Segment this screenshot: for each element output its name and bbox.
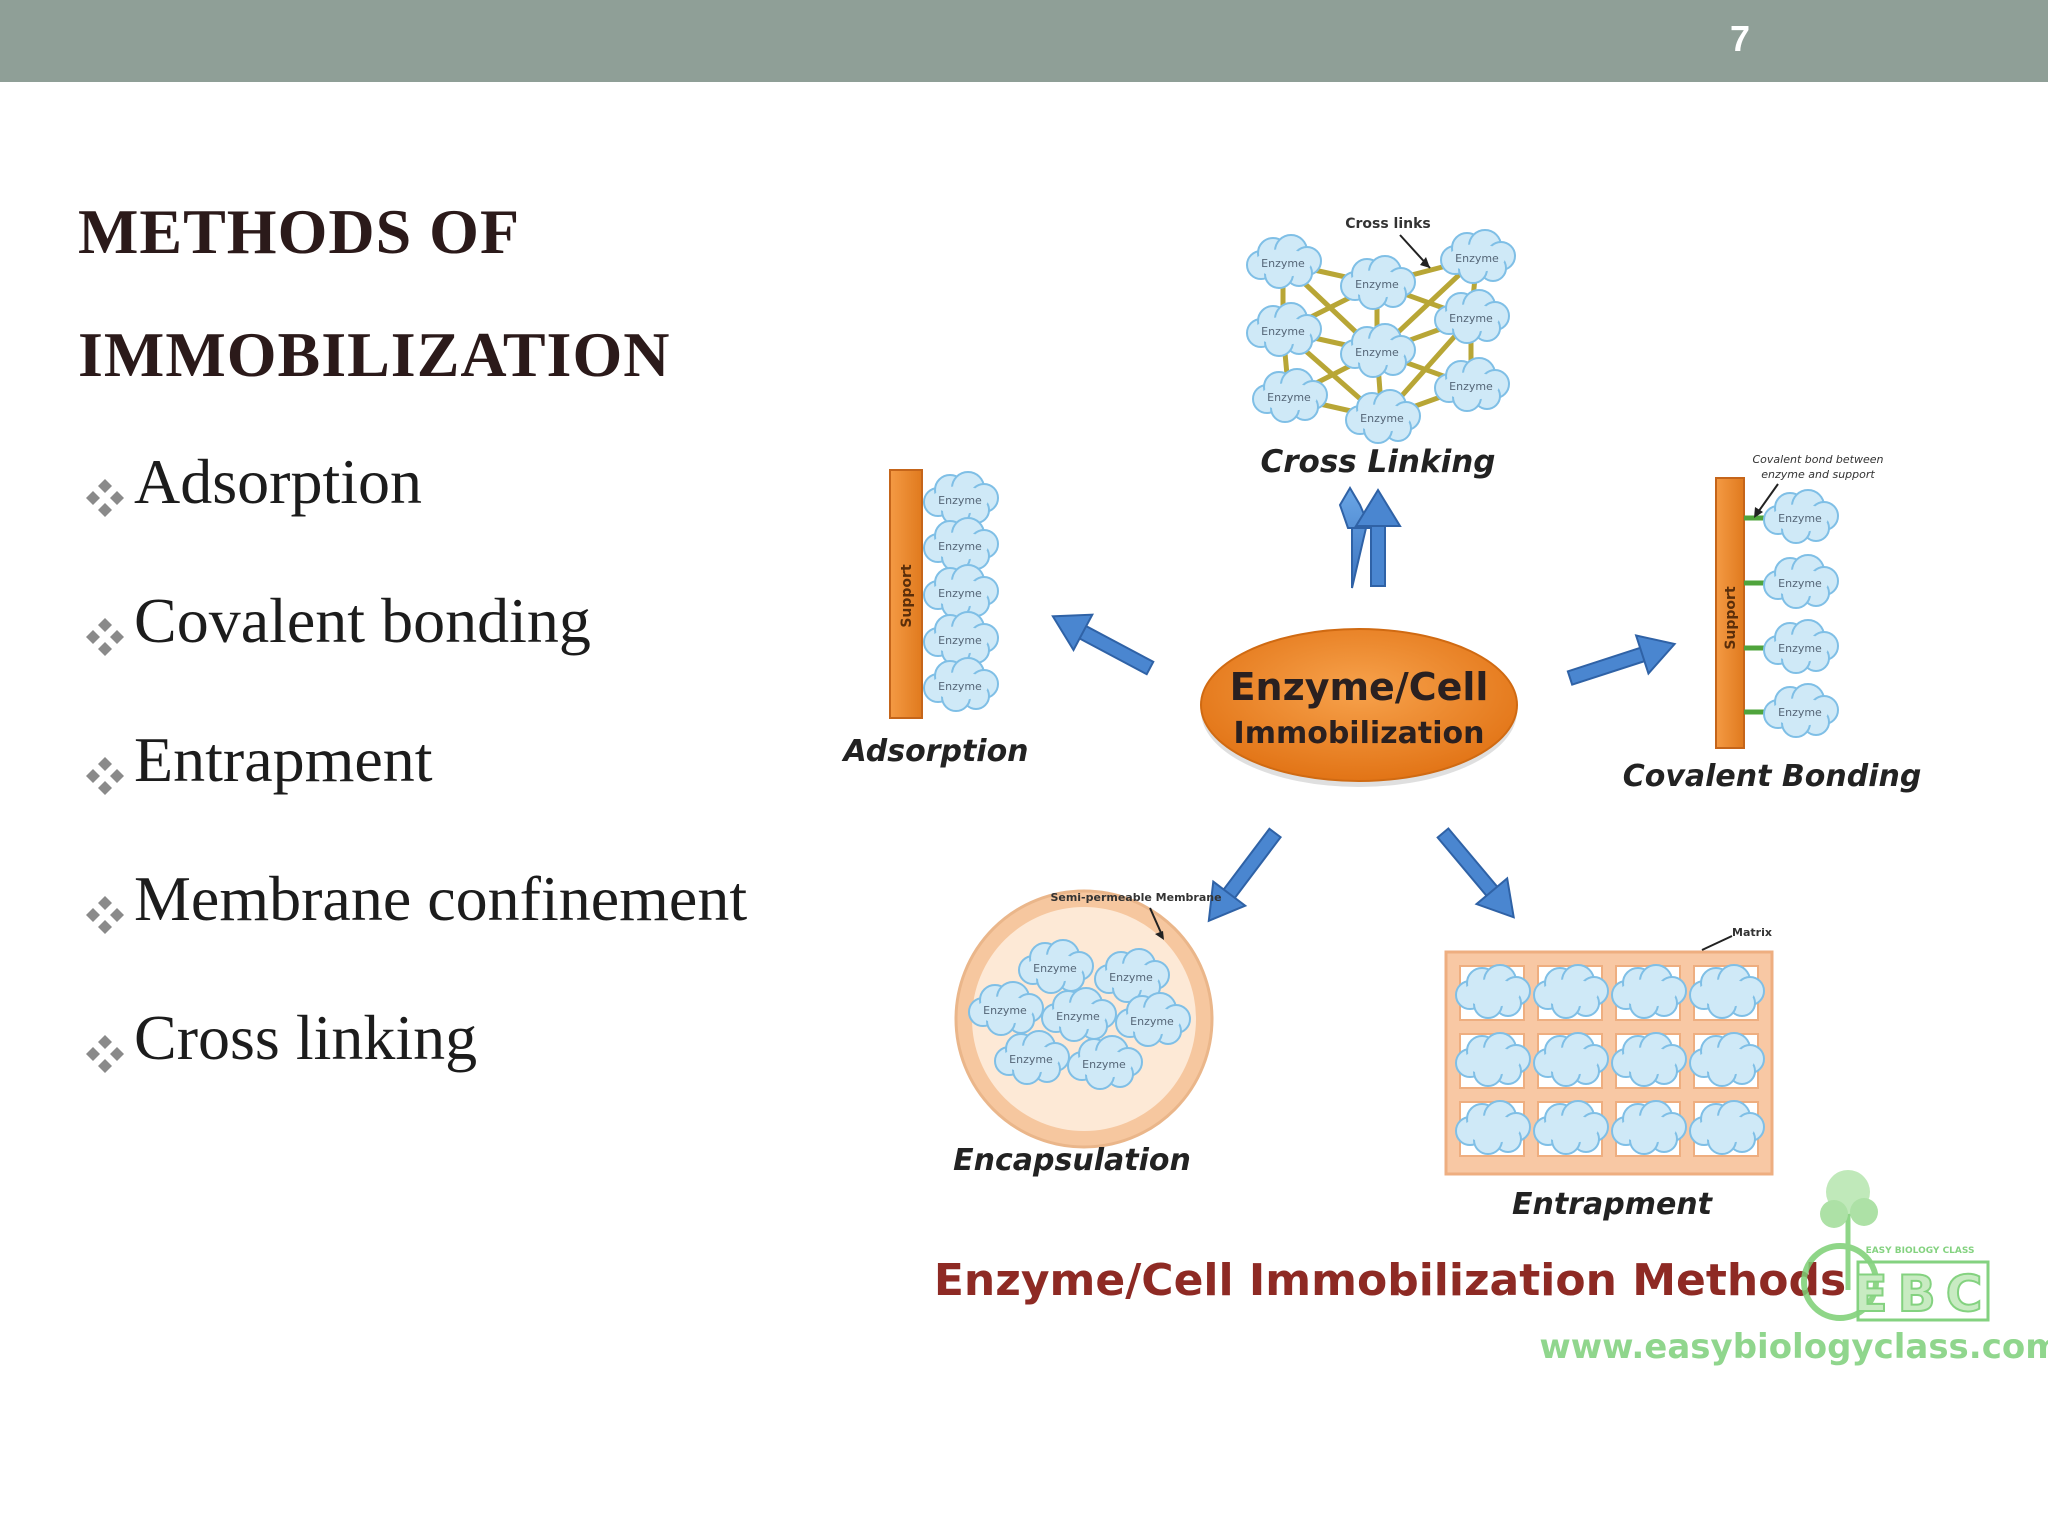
enzyme-label: Enzyme [1009,1053,1053,1066]
bullet-item: Covalent bonding [80,584,747,723]
diamond-bullet-icon [86,618,124,656]
ebc-logo: EASY BIOLOGY CLASS EBC www.easybiologycl… [1539,1170,2048,1367]
entrapment-illustration: Matrix [1444,926,1774,1176]
center-title-line-2: Immobilization [1234,716,1485,751]
pointer-line [1701,935,1733,951]
adsorption-label: Adsorption [841,734,1028,769]
cross-links-label: Cross links [1345,216,1431,232]
encapsulation-label: Encapsulation [953,1143,1191,1178]
arrow-to-adsorption-icon [1051,613,1155,676]
arrow-to-encapsulation-icon [1207,827,1282,923]
bullet-text: Covalent bonding [134,585,591,656]
diamond-bullet-icon [86,1035,124,1073]
enzyme-label: Enzyme [1778,512,1822,525]
arrow-to-entrapment-icon [1436,827,1515,919]
enzyme-label: Enzyme [1778,577,1822,590]
bullet-text: Entrapment [134,724,433,795]
diamond-bullet-icon [86,757,124,795]
enzyme-label: Enzyme [1261,325,1305,338]
pointer-arrowhead-icon [1420,257,1430,268]
entrapment-label: Entrapment [1512,1187,1714,1222]
enzyme-label: Enzyme [938,494,982,507]
logo-tagline: EASY BIOLOGY CLASS [1866,1246,1975,1256]
pointer-line [1755,483,1779,516]
bullet-item: Cross linking [80,1001,747,1140]
support-label: Support [899,564,915,628]
enzyme-label: Enzyme [1056,1010,1100,1023]
bullet-item: Entrapment [80,723,747,862]
support-bar [889,469,923,719]
enzyme-label: Enzyme [1033,962,1077,975]
logo-ebc-text: EBC [1854,1265,1993,1323]
enzyme-label: Enzyme [1267,391,1311,404]
enzyme-label: Enzyme [938,540,982,553]
enzyme-label: Enzyme [1360,412,1404,425]
enzyme-label: Enzyme [1261,257,1305,270]
top-bar: 7 [0,0,2048,82]
enzyme-label: Enzyme [1455,252,1499,265]
enzyme-label: Enzyme [938,680,982,693]
center-title-line-1: Enzyme/Cell [1230,665,1489,709]
bullet-list: Adsorption Covalent bonding Entrapment M… [80,445,747,1140]
diamond-bullet-icon [86,896,124,934]
enzyme-label: Enzyme [1109,971,1153,984]
enzyme-label: Enzyme [938,634,982,647]
matrix-label: Matrix [1732,926,1772,939]
pointer-arrowhead-icon [1155,931,1164,940]
adsorption-illustration: Support Enzyme Enzyme Enzyme Enzyme Enzy… [889,469,999,719]
bullet-item: Adsorption [80,445,747,584]
tree-logo-icon [1801,1170,1879,1321]
arrow-to-covalent-bonding-icon [1566,634,1677,686]
enzyme-label: Enzyme [1082,1058,1126,1071]
membrane-label: Semi-permeable Membrane [1050,891,1221,904]
pointer-line [1149,907,1163,936]
bullet-text: Cross linking [134,1002,478,1073]
cross-linking-label: Cross Linking [1261,444,1496,480]
arrow-up-icon [1338,486,1372,589]
encapsulation-illustration: Enzyme Enzyme Enzyme Enzyme Enzyme Enzym… [954,889,1222,1149]
support-label: Support [1723,586,1739,650]
bullet-item: Membrane confinement [80,862,747,1001]
support-bar [1715,477,1745,749]
center-immobilization-oval: Enzyme/Cell Immobilization [1200,628,1518,787]
slide-title-line-2: IMMOBILIZATION [78,319,671,390]
logo-letters: EBC [1853,1260,1993,1324]
enzyme-label: Enzyme [983,1004,1027,1017]
slide-number: 7 [1729,18,1751,59]
enzyme-label: Enzyme [1449,380,1493,393]
enzyme-label: Enzyme [1778,706,1822,719]
bullet-text: Membrane confinement [134,863,748,934]
diagram-caption: Enzyme/Cell Immobilization Methods [934,1255,1846,1306]
enzyme-label: Enzyme [1355,346,1399,359]
covalent-note-line-1: Covalent bond between [1753,453,1884,466]
enzyme-label: Enzyme [1449,312,1493,325]
bullet-text: Adsorption [134,446,422,517]
pointer-arrowhead-icon [1754,507,1763,518]
covalent-note-line-2: enzyme and support [1761,468,1875,481]
cross-linking-illustration: Enzyme Enzyme Enzyme Enzyme Enzyme Enzym… [1246,216,1516,444]
slide-title-line-1: METHODS OF [78,196,521,267]
enzyme-label: Enzyme [938,587,982,600]
covalent-bonding-illustration: Support Enzyme Enzyme Enzyme Enzyme Cova… [1715,453,1884,749]
covalent-bonding-label: Covalent Bonding [1623,759,1922,794]
enzyme-label: Enzyme [1778,642,1822,655]
diamond-bullet-icon [86,479,124,517]
enzyme-label: Enzyme [1355,278,1399,291]
enzyme-label: Enzyme [1130,1015,1174,1028]
arrow-to-cross-linking-icon [1354,488,1402,587]
logo-url: www.easybiologyclass.com [1539,1327,2048,1367]
